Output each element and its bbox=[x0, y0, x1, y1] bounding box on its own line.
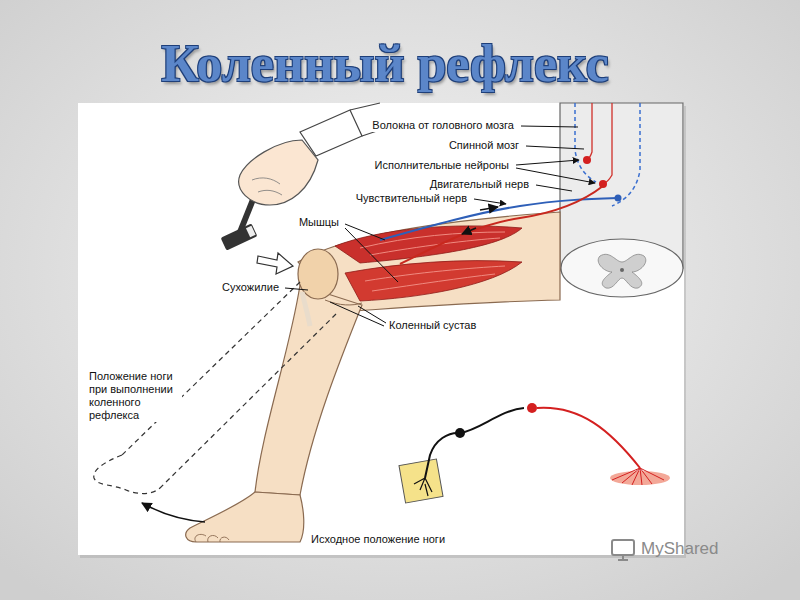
strike-arrow bbox=[257, 253, 293, 274]
sensory-neuron-line bbox=[425, 408, 524, 478]
part-label: Исходное положение ноги bbox=[310, 533, 446, 546]
part-label: Сухожилие bbox=[221, 281, 280, 294]
motor-neuron bbox=[583, 156, 591, 164]
leader-lines bbox=[285, 126, 595, 326]
hand-with-hammer bbox=[221, 103, 395, 251]
brain-fiber bbox=[612, 103, 640, 206]
leader-line bbox=[345, 228, 398, 282]
leader-line bbox=[526, 146, 584, 149]
part-label: Двигательный нерв bbox=[429, 178, 530, 191]
kneecap bbox=[298, 249, 338, 299]
part-label: Коленный сустав bbox=[388, 319, 477, 332]
hammer-tip bbox=[246, 226, 256, 238]
brain-fiber bbox=[587, 103, 592, 160]
brain-fiber bbox=[575, 103, 596, 182]
brain-fiber bbox=[603, 103, 612, 184]
watermark: MyShared bbox=[640, 539, 719, 559]
receptor-skin bbox=[399, 459, 443, 503]
foot bbox=[186, 492, 304, 542]
leader-line bbox=[358, 306, 386, 323]
toes bbox=[195, 534, 229, 542]
leader-line bbox=[285, 288, 308, 290]
motor-neuron-body bbox=[527, 403, 537, 413]
reflex-arc-scheme bbox=[399, 403, 670, 503]
part-label: Спинной мозг bbox=[448, 139, 520, 152]
leader-line bbox=[330, 302, 384, 326]
watermark-icon bbox=[612, 540, 634, 560]
receptor-ending bbox=[414, 478, 432, 496]
central-canal bbox=[620, 268, 624, 272]
signal-arrow bbox=[462, 228, 476, 234]
extended-leg-outline bbox=[122, 282, 300, 455]
hammer-head bbox=[221, 223, 258, 250]
watermark-icon-screen bbox=[612, 540, 634, 555]
spinal-cord-section bbox=[561, 239, 683, 297]
extended-foot bbox=[94, 455, 160, 494]
shin bbox=[255, 285, 362, 495]
part-label: Волокна от головного мозга bbox=[371, 119, 515, 132]
tendon bbox=[302, 292, 310, 326]
diagram-title: Коленный рефлекс bbox=[0, 34, 770, 94]
leader-arrow bbox=[474, 199, 506, 204]
hand bbox=[239, 140, 318, 205]
part-label: Мышцы bbox=[298, 216, 340, 229]
muscles bbox=[335, 226, 522, 301]
motor-endings bbox=[612, 468, 664, 485]
motion-arrow bbox=[142, 503, 205, 522]
extended-leg-outline bbox=[160, 314, 336, 488]
grey-matter bbox=[598, 254, 646, 288]
leader-arrow bbox=[516, 160, 579, 165]
signal-arrow bbox=[480, 207, 498, 210]
fingers bbox=[252, 178, 282, 195]
leader-line bbox=[345, 224, 385, 240]
picture-panel bbox=[78, 103, 684, 555]
watermark-icon-stand bbox=[618, 555, 628, 560]
motor-neuron-line bbox=[537, 408, 640, 468]
muscle-fibers bbox=[360, 232, 505, 291]
sensory-neuron-body bbox=[455, 428, 465, 438]
part-label: Положение ноги при выполнении коленного … bbox=[88, 370, 182, 422]
leader-line bbox=[521, 126, 578, 127]
part-label: Исполнительные нейроны bbox=[374, 159, 510, 172]
part-label: Чувствительный нерв bbox=[355, 192, 468, 205]
leader-line bbox=[536, 185, 572, 191]
